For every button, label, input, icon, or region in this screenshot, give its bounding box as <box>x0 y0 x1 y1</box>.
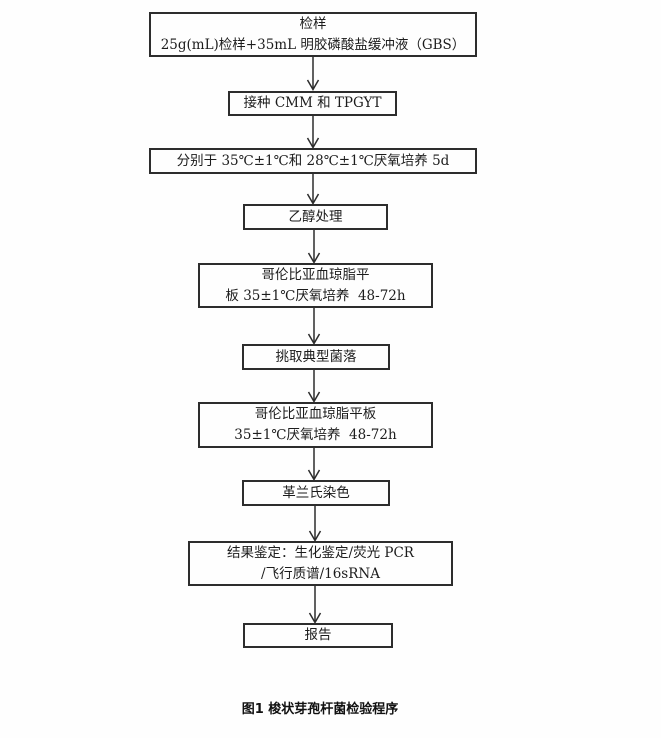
node-text-line: 哥伦比亚血琼脂平板 <box>254 406 377 422</box>
node-text-line: 接种 CMM 和 TPGYT <box>243 95 382 111</box>
figure-caption: 图1 梭状芽孢杆菌检验程序 <box>241 702 399 717</box>
node-text-line: 报告 <box>304 627 332 643</box>
node-text-line: 检样 <box>299 15 327 32</box>
flow-arrow <box>306 174 320 205</box>
flow-arrow <box>306 115 320 149</box>
flow-node-sample: 检样 25g(mL)检样+35mL 明胶磷酸盐缓冲液（GBS） <box>149 12 477 57</box>
node-text-line: 挑取典型菌落 <box>275 348 357 365</box>
flow-arrow <box>307 370 321 403</box>
node-text-line: 分别于 35℃±1℃和 28℃±1℃厌氧培养 5d <box>176 152 450 169</box>
node-text-line: 哥伦比亚血琼脂平 <box>261 266 370 283</box>
flow-node-identification: 结果鉴定：生化鉴定/荧光 PCR /飞行质谱/16sRNA <box>188 541 453 586</box>
flow-arrow <box>307 448 321 481</box>
node-text-line: 结果鉴定：生化鉴定/荧光 PCR <box>227 544 414 561</box>
flow-arrow <box>306 57 320 91</box>
node-text-line: 35±1℃厌氧培养 48-72h <box>234 427 397 443</box>
flow-arrow <box>308 506 322 542</box>
flow-node-columbia-plate-1: 哥伦比亚血琼脂平 板 35±1℃厌氧培养 48-72h <box>198 263 433 308</box>
flow-node-pick-colony: 挑取典型菌落 <box>242 344 390 370</box>
flow-node-incubation: 分别于 35℃±1℃和 28℃±1℃厌氧培养 5d <box>149 148 477 174</box>
node-text-line: 板 35±1℃厌氧培养 48-72h <box>225 287 406 304</box>
flow-arrow <box>307 230 321 264</box>
flow-node-report: 报告 <box>243 623 393 648</box>
flow-node-inoculation: 接种 CMM 和 TPGYT <box>228 91 397 116</box>
flow-arrow <box>308 586 322 624</box>
flow-node-columbia-plate-2: 哥伦比亚血琼脂平板 35±1℃厌氧培养 48-72h <box>198 402 433 448</box>
node-text-line: 革兰氏染色 <box>282 484 350 501</box>
node-text-line: 乙醇处理 <box>288 208 343 225</box>
flow-node-gram-stain: 革兰氏染色 <box>242 480 390 506</box>
flow-arrow <box>307 308 321 345</box>
node-text-line: 25g(mL)检样+35mL 明胶磷酸盐缓冲液（GBS） <box>160 36 466 53</box>
node-text-line: /飞行质谱/16sRNA <box>261 565 380 582</box>
flow-node-ethanol: 乙醇处理 <box>243 204 388 230</box>
